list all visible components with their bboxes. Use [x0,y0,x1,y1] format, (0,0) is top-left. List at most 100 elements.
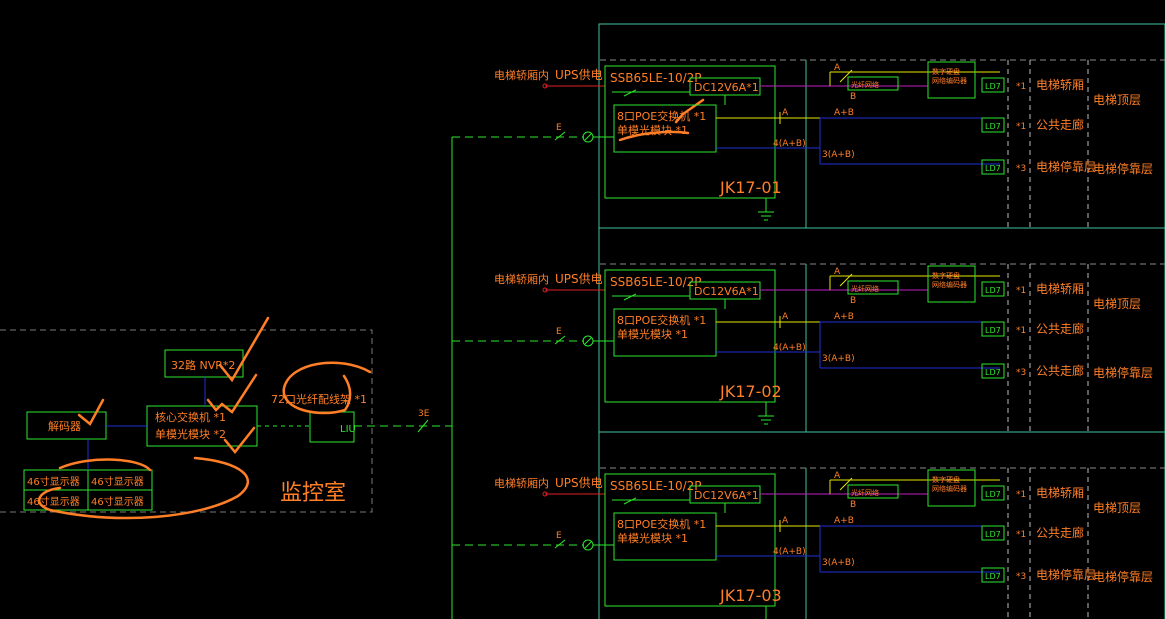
dev1-count: *1 [1016,286,1026,296]
poe-switch-line1: 8口POE交换机 *1 [617,109,706,123]
panel-frame [598,431,1165,619]
dev1-label: LD7 [985,490,1001,499]
hand-annotations [37,98,705,520]
ups-label: UPS供电 [555,272,603,286]
dev3-label: LD7 [985,164,1001,173]
encoder-box[interactable] [927,61,976,99]
encoder-box[interactable] [927,469,976,507]
poe-switch-line2: 单模光模块 *1 [617,531,688,545]
line-4ab: 4(A+B) [773,547,806,557]
dev2-camera[interactable] [981,321,1005,337]
optical-module-box[interactable] [847,76,899,91]
poe-switch-line2: 单模光模块 *1 [617,327,688,341]
dev2-label: LD7 [985,530,1001,539]
dev3-location: 公共走廊 [1036,363,1084,378]
display-3: 46寸显示器 [27,495,80,508]
cabinet-box[interactable] [604,65,776,199]
encoder-label: 数字硬盘 [932,67,960,76]
line-b-top: B [850,500,856,510]
dev2-location: 公共走廊 [1036,525,1084,540]
dev3-label: LD7 [985,572,1001,581]
cabinet-name: JK17-03 [719,586,782,605]
dev1-location: 电梯轿厢 [1036,281,1084,296]
breaker-label: SSB65LE-10/2P [610,479,702,493]
poe-switch-box[interactable] [613,104,717,153]
dev1-label: LD7 [985,82,1001,91]
line-a-top: A [834,471,841,481]
dev2-count: *1 [1016,122,1026,132]
dev3-camera[interactable] [981,363,1005,379]
liu-label: LIU [340,424,356,435]
fiber-label: E [556,123,562,133]
cabinet-box[interactable] [604,269,776,403]
monitor-room: 32路 NVR*2 核心交换机 *1 单模光模块 *2 解码器 46寸显示器 4… [0,137,453,619]
line-ab: A+B [834,516,854,526]
dev1-camera[interactable] [981,281,1005,297]
circle-displays [37,456,250,520]
fiber-label: E [556,327,562,337]
dev3-camera[interactable] [981,567,1005,583]
floor-top: 电梯顶层 [1093,93,1141,107]
encoder-label-2: 网络编码器 [932,484,967,493]
encoder-label-2: 网络编码器 [932,280,967,289]
dev3-label: LD7 [985,368,1001,377]
poe-switch-line1: 8口POE交换机 *1 [617,517,706,531]
line-a-top: A [834,63,841,73]
dev3-camera[interactable] [981,159,1005,175]
encoder-box[interactable] [927,265,976,303]
dev2-label: LD7 [985,122,1001,131]
dev1-camera[interactable] [981,485,1005,501]
dev1-location: 电梯轿厢 [1036,77,1084,92]
encoder-label: 数字硬盘 [932,475,960,484]
odf-label: 72口光纤配线架 *1 [271,392,367,406]
line-b-top: B [850,92,856,102]
dev1-count: *1 [1016,490,1026,500]
encoder-label: 数字硬盘 [932,271,960,280]
dev1-camera[interactable] [981,77,1005,93]
monitor-room-title: 监控室 [280,481,346,506]
line-4ab: 4(A+B) [773,343,806,353]
cabinet-box[interactable] [604,473,776,607]
floor-top: 电梯顶层 [1093,501,1141,515]
check-mark-switch2 [223,426,256,454]
ups-label: UPS供电 [555,68,603,82]
display-1: 46寸显示器 [27,475,80,488]
dev3-count: *3 [1016,368,1026,378]
line-a2: A [782,108,789,118]
line-a2: A [782,516,789,526]
dev2-camera[interactable] [981,117,1005,133]
dev3-location: 电梯停靠层 [1036,567,1096,582]
source-label: 电梯轿厢内 [494,272,549,286]
dev2-camera[interactable] [981,525,1005,541]
check-mark-switch [206,373,258,414]
cabinet-name: JK17-01 [719,178,782,197]
dev2-label: LD7 [985,326,1001,335]
poe-switch-box[interactable] [613,308,717,357]
line-b-top: B [850,296,856,306]
line-3ab: 3(A+B) [822,354,855,364]
optical-module-box[interactable] [847,280,899,295]
underline-panel1 [618,130,690,142]
dev3-count: *3 [1016,164,1026,174]
circle-odf [282,361,372,415]
breaker-label: SSB65LE-10/2P [610,71,702,85]
poe-switch-box[interactable] [613,512,717,561]
fiber-label: E [556,531,562,541]
dev3-location: 电梯停靠层 [1036,159,1096,174]
dev3-count: *3 [1016,572,1026,582]
dev1-location: 电梯轿厢 [1036,485,1084,500]
psu-label: DC12V6A*1 [694,285,759,298]
cabinet-name: JK17-02 [719,382,782,401]
breaker-label: SSB65LE-10/2P [610,275,702,289]
line-ab: A+B [834,108,854,118]
line-3ab: 3(A+B) [822,558,855,568]
dev1-label: LD7 [985,286,1001,295]
core-switch-line2: 单模光模块 *2 [155,427,226,441]
floor-bottom: 电梯停靠层 [1093,569,1153,584]
optical-module-box[interactable] [847,484,899,499]
trunk-label: 3E [418,409,430,419]
ups-label: UPS供电 [555,476,603,490]
